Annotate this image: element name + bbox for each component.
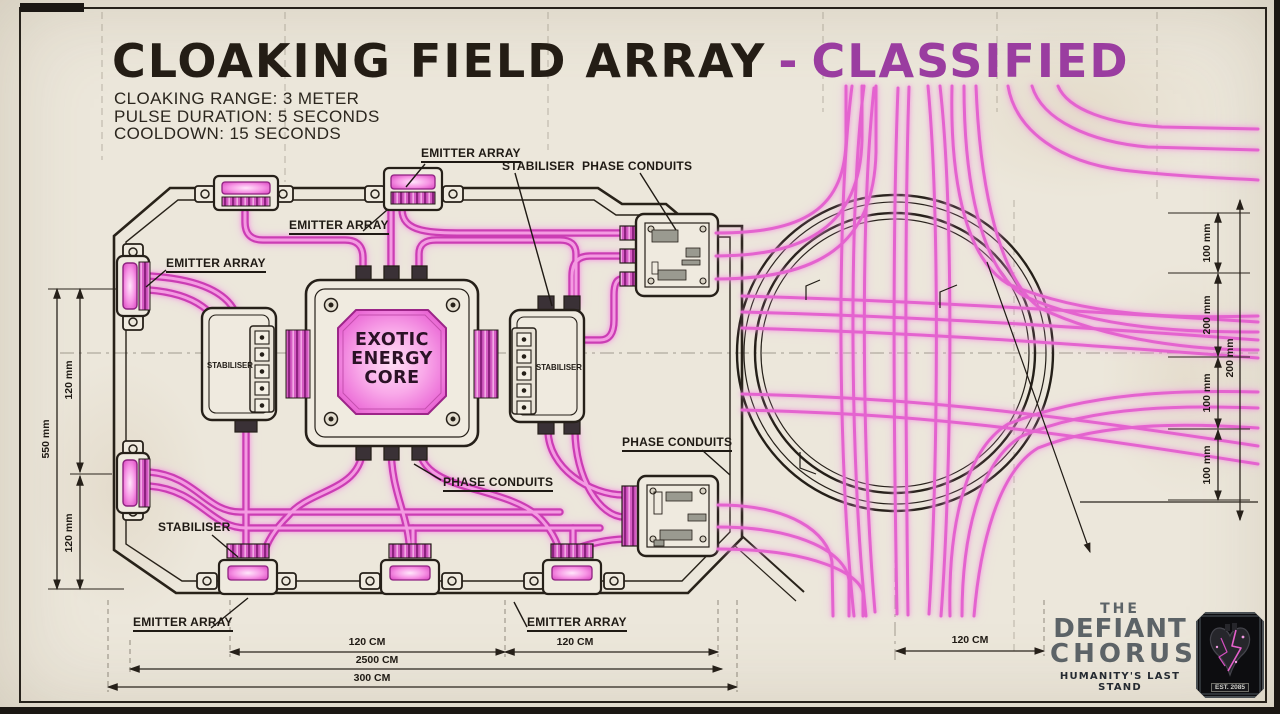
stabiliser-left-label: STABILISER bbox=[207, 360, 253, 370]
spec-pulse-duration: PULSE DURATION: 5 SECONDS bbox=[114, 106, 380, 126]
spec-cooldown: COOLDOWN: 15 SECONDS bbox=[114, 124, 342, 143]
stabiliser-right-label: STABILISER bbox=[536, 362, 582, 372]
dim-bottom-mid: 2500 CM bbox=[355, 654, 399, 666]
title-main: CLOAKING FIELD ARRAY bbox=[112, 34, 767, 88]
dim-left-upper: 120 mm bbox=[63, 360, 75, 400]
callout-leader-lines bbox=[145, 163, 1091, 629]
heart-emblem-icon bbox=[1199, 615, 1261, 695]
phase-conduit-box-top bbox=[619, 212, 720, 298]
faction-badge: EST. 2085 bbox=[1196, 612, 1264, 698]
dim-right-seg4: 100 mm bbox=[1201, 445, 1213, 485]
spec-list: CLOAKING RANGE: 3 METER PULSE DURATION: … bbox=[114, 90, 380, 143]
callout-phase-conduits-right: PHASE CONDUITS bbox=[622, 435, 733, 452]
dim-bottom-right: 120 CM bbox=[556, 636, 594, 648]
stabiliser-left bbox=[200, 306, 278, 433]
core-label-line1: EXOTIC bbox=[355, 330, 429, 350]
dim-right-seg2: 200 mm bbox=[1201, 295, 1213, 335]
dim-left-lower: 120 mm bbox=[63, 513, 75, 553]
dim-bottom-inner: 120 CM bbox=[348, 636, 386, 648]
emitter-modules-bottom bbox=[217, 543, 603, 596]
core-label-line3: CORE bbox=[364, 368, 420, 388]
logo-tagline: HUMANITY'S LAST STAND bbox=[1059, 671, 1181, 693]
core-label-line2: ENERGY bbox=[351, 349, 433, 369]
callout-stabiliser-bottom: STABILISER bbox=[158, 520, 231, 534]
dim-right-outer: 200 mm bbox=[1224, 338, 1236, 378]
logo-line-defiant: DEFIANT bbox=[1053, 614, 1187, 644]
callout-emitter-array-bottom-right: EMITTER ARRAY bbox=[527, 615, 627, 632]
dim-ring-width: 120 CM bbox=[951, 634, 989, 646]
logo-line-chorus: CHORUS bbox=[1050, 639, 1197, 669]
spec-cloaking-range: CLOAKING RANGE: 3 METER bbox=[114, 89, 360, 108]
emitter-module-left-wall bbox=[115, 254, 151, 515]
core-label: EXOTIC ENERGY CORE bbox=[332, 331, 452, 388]
dim-right-seg1: 100 mm bbox=[1201, 223, 1213, 263]
callout-emitter-array-2: EMITTER ARRAY bbox=[289, 218, 389, 235]
callout-phase-conduits-top: PHASE CONDUITS bbox=[582, 159, 693, 173]
callout-stabiliser-top: STABILISER bbox=[502, 159, 575, 173]
dimension-lines bbox=[48, 198, 1258, 692]
callout-emitter-array-top: EMITTER ARRAY bbox=[421, 146, 521, 163]
faction-logo: THE DEFIANT CHORUS HUMANITY'S LAST STAND bbox=[1050, 601, 1197, 694]
phase-conduit-box-bottom bbox=[621, 474, 720, 558]
stabiliser-right bbox=[508, 295, 586, 435]
badge-est-label: EST. 2085 bbox=[1211, 683, 1249, 692]
title-separator: - bbox=[778, 34, 800, 88]
dim-bottom-outer: 300 CM bbox=[353, 672, 391, 684]
dim-left-total: 550 mm bbox=[40, 419, 52, 459]
exotic-energy-core bbox=[285, 265, 499, 461]
dim-right-seg3: 100 mm bbox=[1201, 373, 1213, 413]
emitter-module-top bbox=[212, 166, 444, 212]
logo-line-the: THE bbox=[1100, 601, 1140, 617]
field-lines bbox=[714, 84, 1260, 618]
title-classified: CLASSIFIED bbox=[811, 34, 1130, 88]
callout-emitter-array-bottom-left: EMITTER ARRAY bbox=[133, 615, 233, 632]
callout-emitter-array-left: EMITTER ARRAY bbox=[166, 256, 266, 273]
callout-phase-conduits-center: PHASE CONDUITS bbox=[443, 475, 554, 492]
page-title: CLOAKING FIELD ARRAY-CLASSIFIED bbox=[112, 34, 1130, 88]
